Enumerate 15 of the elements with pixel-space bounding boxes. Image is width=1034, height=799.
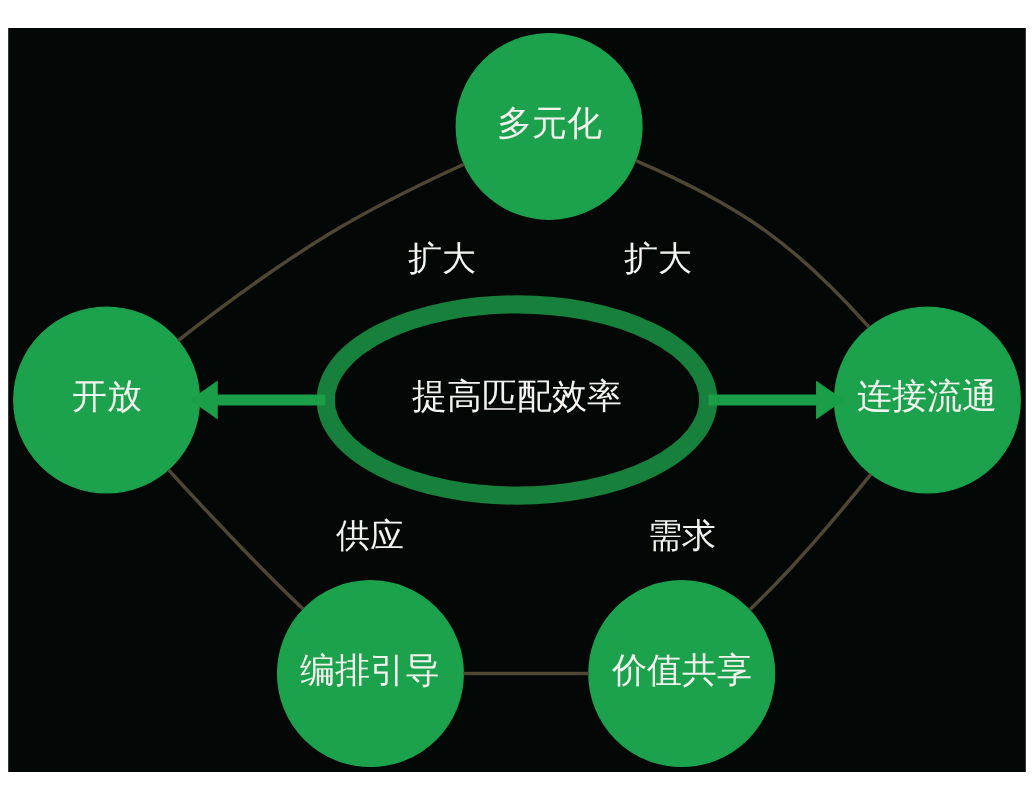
label: 扩大 (623, 238, 692, 278)
node-circle: 开放 (13, 305, 201, 494)
node-ellipse: 提高匹配效率 (316, 294, 718, 505)
node-circle: 价值共享 (588, 579, 776, 767)
connector (748, 472, 873, 611)
label: 扩大 (407, 238, 476, 278)
connector (463, 671, 589, 675)
node-circle: 连接流通 (833, 305, 1021, 494)
label: 供应 (336, 515, 405, 555)
connector (176, 162, 465, 342)
node-circle: 多元化 (455, 32, 643, 220)
connector (635, 158, 871, 328)
connector (167, 467, 305, 610)
node-circle: 编排引导 (276, 579, 464, 767)
label: 需求 (647, 515, 716, 555)
